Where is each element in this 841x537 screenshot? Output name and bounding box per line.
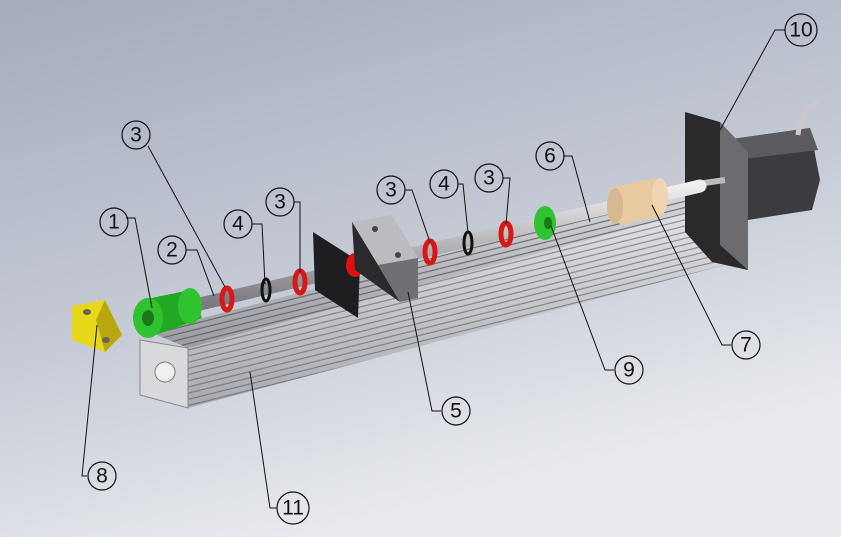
balloon-3: 3	[376, 175, 406, 205]
balloon-5: 5	[441, 396, 471, 426]
stepper-motor	[685, 99, 820, 270]
leader-lines	[81, 29, 785, 509]
balloon-label: 10	[789, 19, 812, 42]
balloon-1: 1	[99, 207, 129, 237]
balloon-label: 3	[483, 167, 495, 190]
balloon-label: 9	[623, 359, 635, 382]
balloon-label: 3	[130, 124, 142, 147]
balloon-7: 7	[731, 330, 761, 360]
balloon-10: 10	[784, 13, 818, 47]
balloon-4: 4	[223, 209, 253, 239]
balloon-label: 1	[108, 211, 120, 234]
aluminum-profile-rail	[139, 190, 736, 409]
balloon-3: 3	[265, 187, 295, 217]
balloon-label: 11	[282, 497, 304, 520]
balloon-label: 7	[740, 334, 752, 357]
balloon-8: 8	[87, 461, 117, 491]
balloon-label: 8	[96, 465, 108, 488]
green-coupler	[133, 288, 202, 338]
balloon-label: 5	[450, 400, 462, 423]
balloon-3: 3	[474, 163, 504, 193]
balloon-3: 3	[121, 120, 151, 150]
green-nut	[534, 206, 556, 240]
balloon-6: 6	[535, 141, 565, 171]
tan-sleeve	[607, 178, 668, 225]
balloon-11: 11	[276, 491, 310, 525]
balloon-2: 2	[157, 235, 187, 265]
balloon-label: 6	[544, 145, 556, 168]
balloon-4: 4	[429, 169, 459, 199]
balloon-9: 9	[614, 355, 644, 385]
balloon-label: 3	[274, 191, 286, 214]
balloon-label: 2	[166, 239, 178, 262]
bearing-block	[313, 215, 418, 318]
balloon-label: 4	[438, 173, 450, 196]
balloon-label: 4	[232, 213, 244, 236]
balloon-label: 3	[385, 179, 397, 202]
